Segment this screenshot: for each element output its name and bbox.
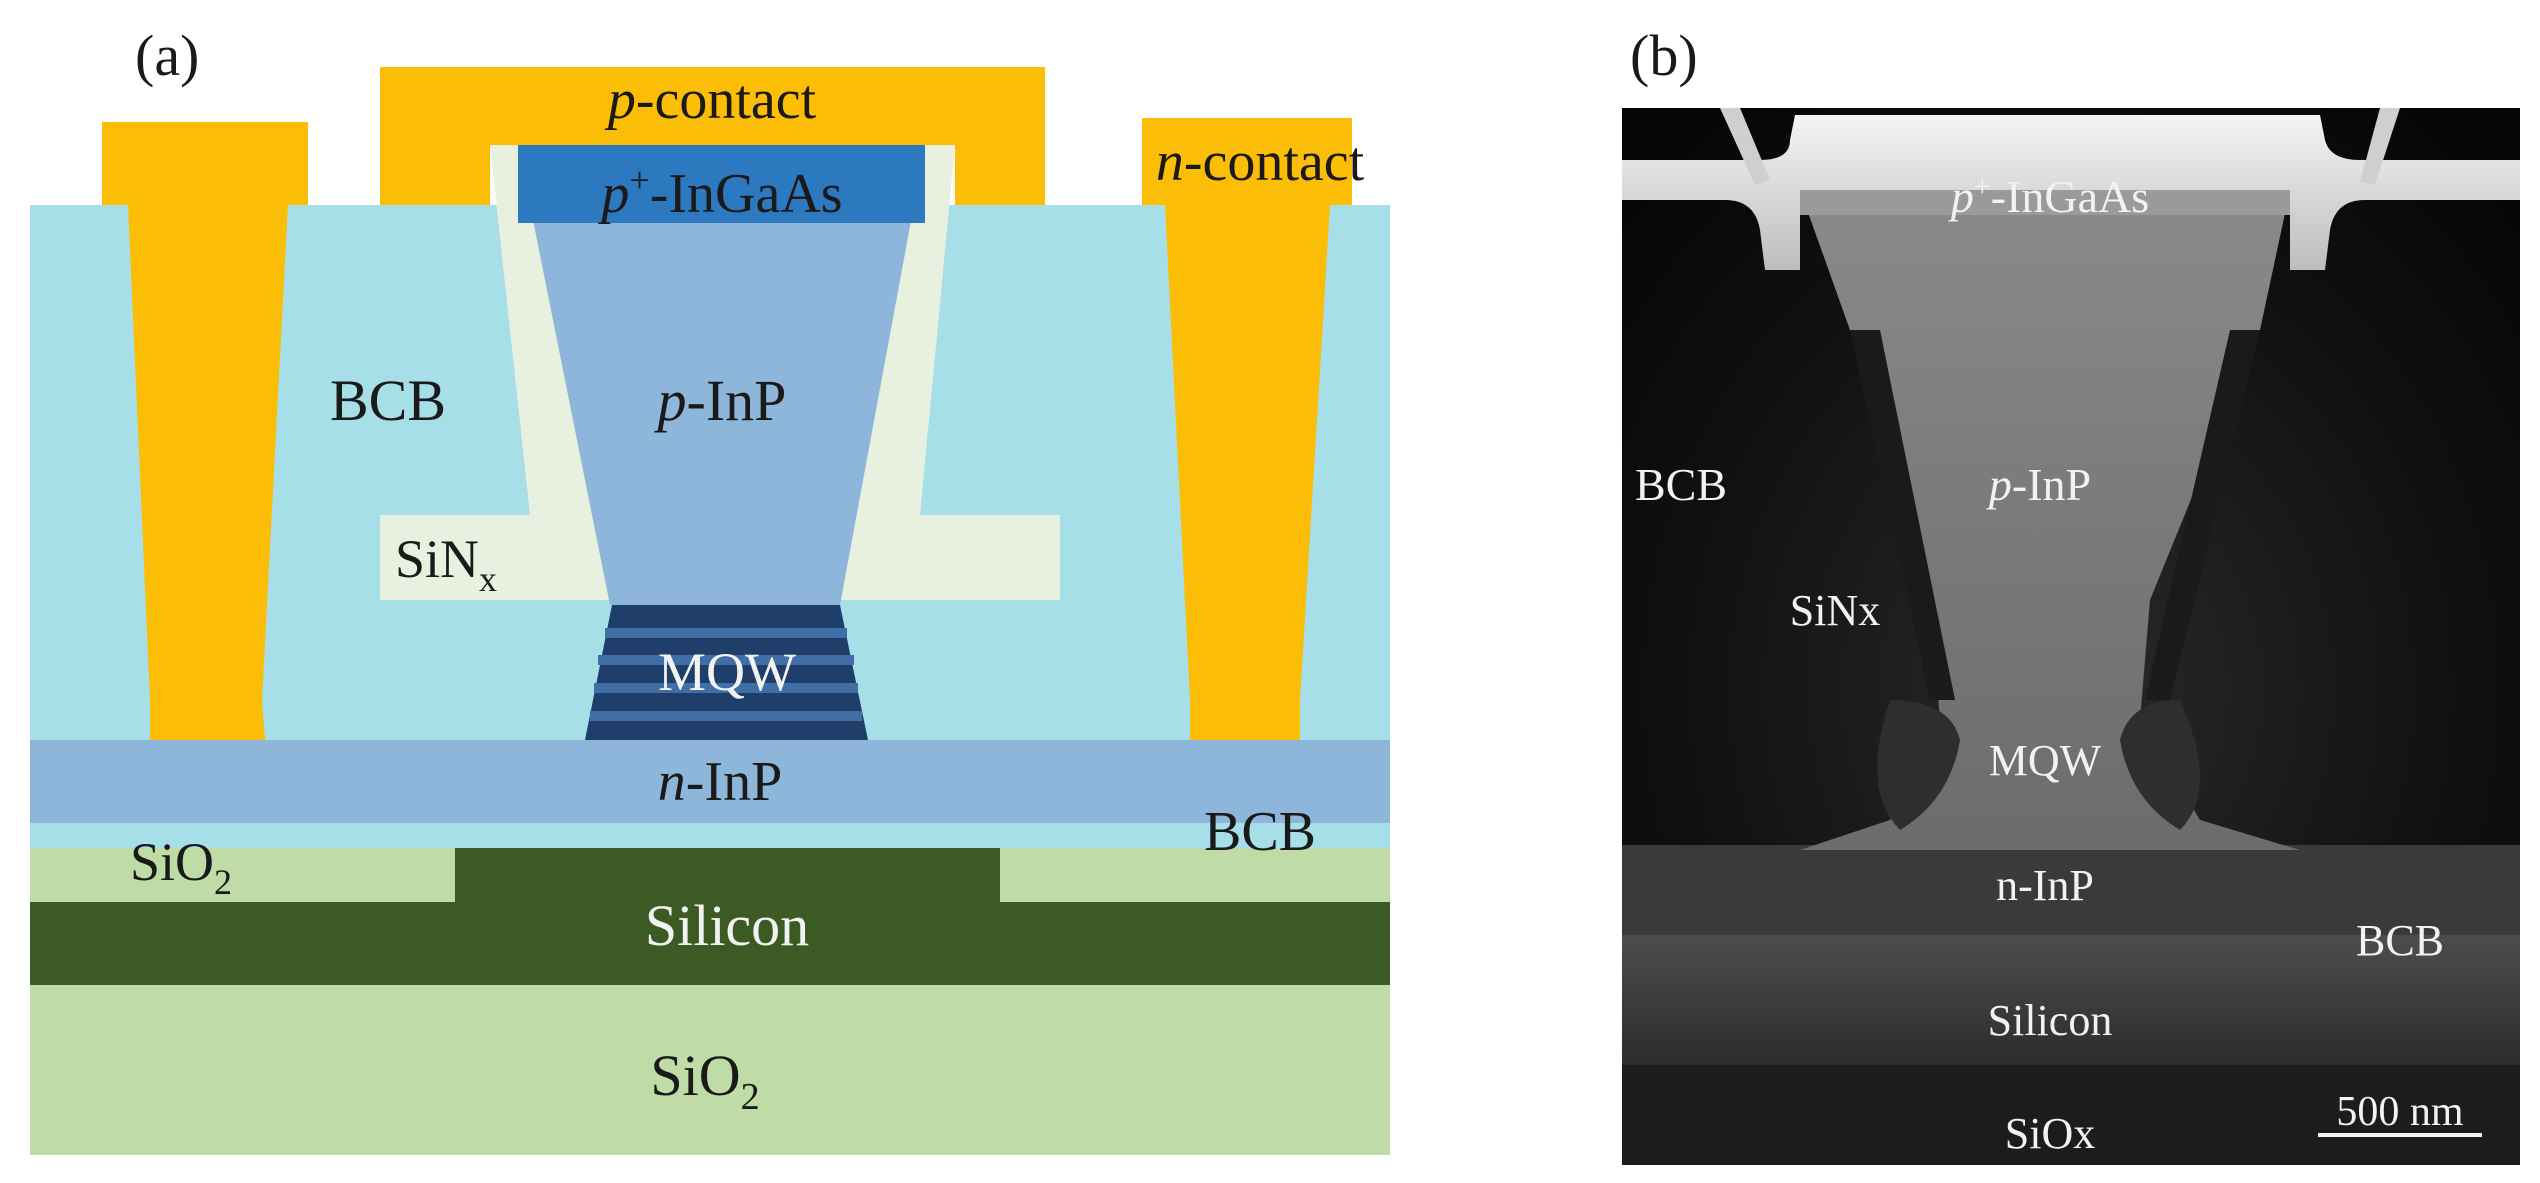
n-inp-label: n-InP — [658, 751, 782, 813]
sem-top-debris-left — [1720, 108, 1770, 185]
panel-b: (b) p+-InGaAs BCB p-InP SiNx MQW n-InP B… — [1622, 23, 2520, 1165]
sem-pillar — [1800, 190, 2300, 850]
sio2-substrate-layer — [30, 985, 1390, 1155]
sem-mqw-wing-left — [1877, 700, 1960, 830]
sem-p-inp-label: p-InP — [1986, 459, 2091, 510]
sem-bcb-label-left: BCB — [1635, 459, 1727, 510]
n-contact-via-right — [1142, 118, 1352, 740]
mqw-stripes — [590, 628, 862, 721]
sem-siox-label: SiOx — [2005, 1109, 2095, 1158]
silicon-rib — [455, 848, 1000, 902]
sio2-side-right — [1000, 848, 1390, 902]
sem-silicon-label: Silicon — [1988, 996, 2113, 1045]
sem-silicon-band — [1622, 935, 2520, 1065]
sem-n-inp-band — [1622, 845, 2520, 935]
sio2-side-left — [30, 848, 455, 902]
n-contact-label: n-contact — [1156, 131, 1365, 193]
bcb-thin-strip — [30, 823, 1390, 848]
sem-mqw-wing-right — [2120, 700, 2200, 830]
sem-sinx-liner-left — [1850, 330, 1955, 700]
scale-bar-label: 500 nm — [2336, 1089, 2464, 1135]
sem-sinx-label: SiNx — [1790, 586, 1880, 635]
sio2-label-left: SiO2 — [130, 832, 232, 902]
sinx-label: SiNx — [395, 529, 497, 599]
sem-top-debris-right — [2360, 108, 2400, 185]
mqw-label: MQW — [658, 642, 796, 702]
sem-siox-band — [1622, 1065, 2520, 1165]
panel-a-letter: (a) — [135, 23, 199, 88]
panel-b-letter: (b) — [1630, 23, 1698, 88]
p-contact-label: p-contact — [604, 69, 817, 131]
sem-n-inp-label: n-InP — [1996, 861, 2094, 910]
sem-cap-inner — [1800, 190, 2290, 215]
bcb-label-bottom: BCB — [1204, 801, 1316, 863]
sem-p-ingaas-label: p+-InGaAs — [1948, 170, 2149, 223]
panel-a: (a) p-con — [30, 23, 1390, 1155]
p-ingaas-label: p+-InGaAs — [597, 160, 842, 225]
p-contact-pad — [380, 67, 1045, 205]
p-inp-taper — [518, 145, 925, 605]
sio2-label-bottom: SiO2 — [650, 1043, 759, 1118]
n-inp-layer — [30, 740, 1390, 823]
silicon-label: Silicon — [645, 893, 809, 958]
sem-mqw-label: MQW — [1989, 736, 2102, 785]
sem-bcb-label-right: BCB — [2356, 916, 2444, 965]
n-contact-via-left — [102, 122, 308, 740]
bcb-label-top: BCB — [330, 368, 446, 433]
p-inp-label: p-InP — [654, 368, 787, 433]
sem-sinx-liner-right — [2145, 330, 2260, 700]
silicon-layer — [30, 902, 1390, 985]
mqw-stack — [585, 605, 868, 740]
p-ingaas-cap — [518, 145, 925, 223]
sem-contact-cap — [1622, 115, 2520, 270]
